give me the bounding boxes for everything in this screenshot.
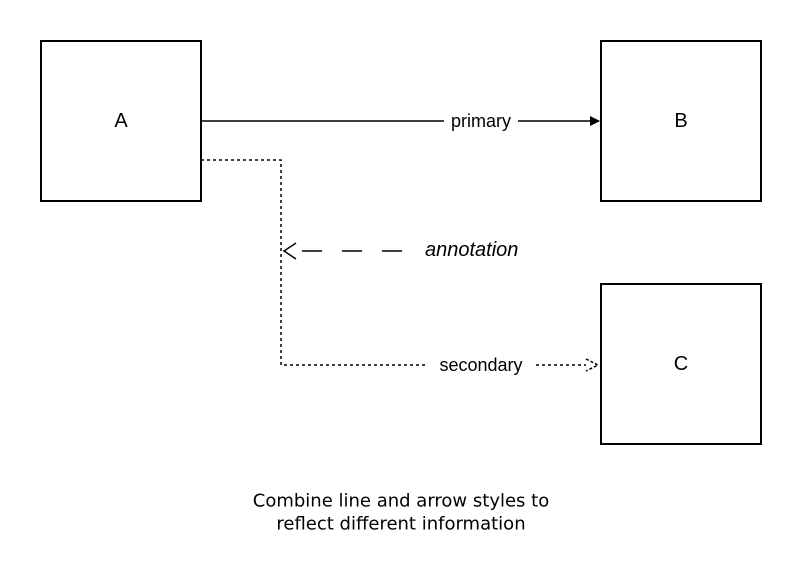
node-c[interactable]: C (600, 283, 762, 445)
node-a-box (40, 40, 202, 202)
node-c-label: C (674, 353, 688, 375)
edge-annotation-arrowhead (282, 242, 297, 260)
edge-annotation-label: annotation (425, 239, 518, 261)
edge-primary-label-bg (444, 108, 518, 134)
edge-annotation[interactable]: annotation (282, 239, 518, 261)
caption-line-2: reflect different information (276, 514, 525, 535)
edge-secondary-arrowhead (585, 358, 600, 372)
node-b[interactable]: B (600, 40, 762, 202)
caption-line-1: Combine line and arrow styles to (253, 491, 549, 512)
edge-primary-label: primary (451, 111, 511, 131)
node-b-box (600, 40, 762, 202)
edge-secondary-line (201, 159, 586, 366)
node-a[interactable]: A (40, 40, 202, 202)
edge-secondary[interactable]: secondary (201, 159, 600, 378)
edge-secondary-label: secondary (439, 355, 522, 375)
caption: Combine line and arrow styles to reflect… (253, 491, 549, 535)
node-c-box (600, 283, 762, 445)
node-b-label: B (674, 110, 687, 132)
node-a-label: A (114, 110, 128, 132)
edge-primary[interactable]: primary (201, 108, 600, 134)
edge-secondary-label-bg (428, 352, 534, 378)
